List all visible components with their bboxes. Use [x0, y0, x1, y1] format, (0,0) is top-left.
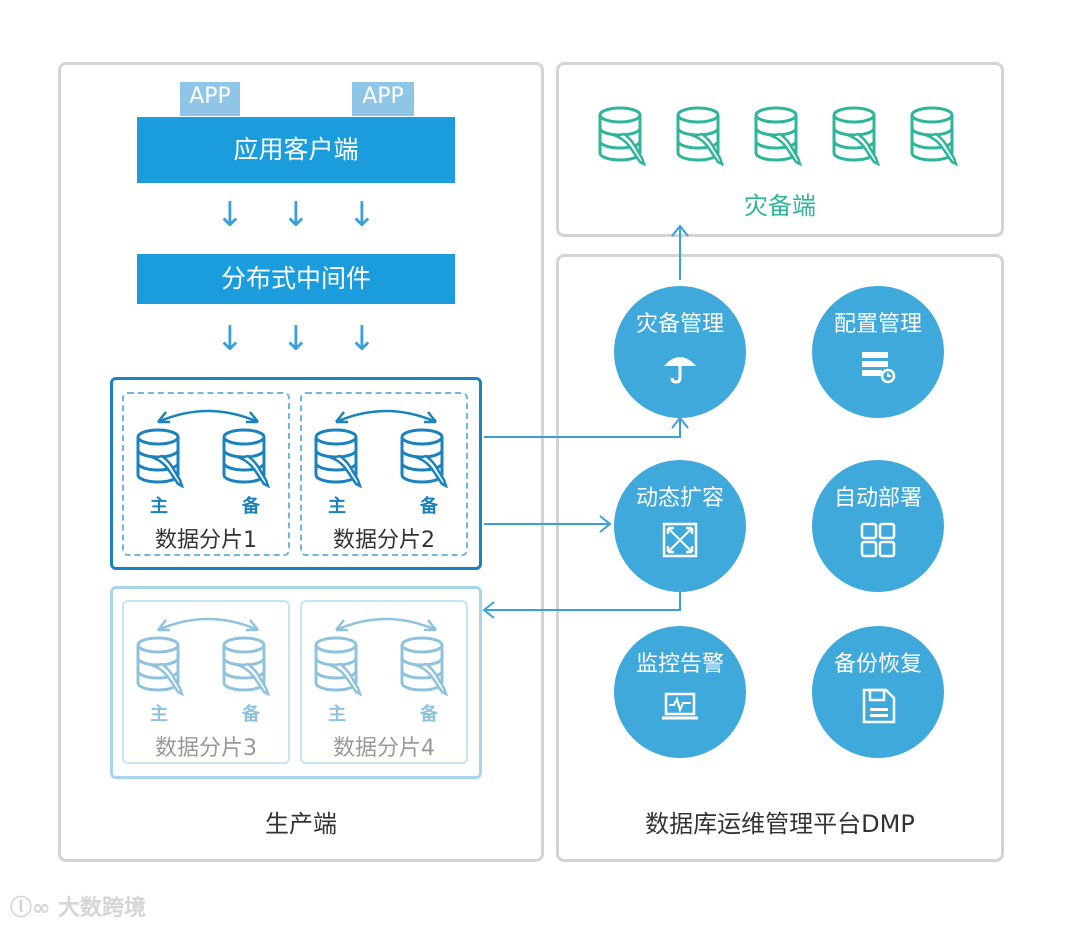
- primary-db-icon: [314, 428, 364, 488]
- monitor-icon: [662, 692, 698, 720]
- disaster-panel: [556, 62, 1004, 237]
- mysql-db-icon: [676, 106, 726, 166]
- primary-label: 主: [150, 496, 168, 517]
- standby-label: 备: [420, 704, 438, 725]
- watermark-logo-icon: ⓛ∞: [10, 896, 51, 921]
- primary-label: 主: [328, 704, 346, 725]
- shard-name: 数据分片3: [155, 736, 257, 761]
- arrow-down-icon: ↓: [215, 319, 245, 359]
- circle-label: 自动部署: [833, 486, 922, 511]
- swap-arrow-icon: [335, 617, 437, 632]
- arrow-down-icon: ↓: [215, 195, 245, 235]
- expand-icon: [662, 522, 698, 558]
- server-config-icon: [862, 352, 896, 384]
- primary-label: 主: [328, 496, 346, 517]
- swap-arrow-icon: [157, 617, 259, 632]
- mysql-db-icon: [598, 106, 648, 166]
- standby-label: 备: [420, 496, 438, 517]
- standby-db-icon: [400, 428, 450, 488]
- app-client-bar: 应用客户端: [137, 117, 455, 183]
- primary-label: 主: [150, 704, 168, 725]
- standby-db-icon: [222, 428, 272, 488]
- app-tag-1: APP: [180, 82, 240, 116]
- circle-label: 备份恢复: [833, 652, 922, 677]
- monitoring-alert-circle: 监控告警: [614, 626, 746, 758]
- active-shard-group: [110, 377, 482, 570]
- umbrella-icon: [664, 357, 696, 384]
- shard-name: 数据分片4: [333, 736, 435, 761]
- circle-label: 监控告警: [635, 652, 724, 677]
- primary-db-icon: [314, 636, 364, 696]
- producer-caption: 生产端: [265, 810, 337, 838]
- shard-4: 主 备 数据分片4: [300, 600, 468, 764]
- middleware-bar: 分布式中间件: [137, 254, 455, 304]
- mysql-db-icon: [832, 106, 882, 166]
- arrow-down-icon: ↓: [281, 319, 311, 359]
- watermark-text: 大数跨境: [58, 896, 147, 921]
- circle-label: 灾备管理: [635, 312, 724, 337]
- arrow-down-icon: ↓: [347, 195, 377, 235]
- grid-layout-icon: [860, 522, 896, 558]
- shard-1: 主 备 数据分片1: [122, 392, 290, 556]
- disaster-management-circle: 灾备管理: [614, 286, 746, 418]
- dynamic-expansion-circle: 动态扩容: [614, 460, 746, 592]
- floppy-disk-icon: [862, 688, 896, 724]
- standby-db-icon: [222, 636, 272, 696]
- shard-3: 主 备 数据分片3: [122, 600, 290, 764]
- disaster-caption: 灾备端: [744, 192, 816, 220]
- dmp-caption: 数据库运维管理平台DMP: [645, 810, 915, 838]
- standby-db-icon: [400, 636, 450, 696]
- watermark: ⓛ∞ 大数跨境: [10, 890, 146, 922]
- circle-label: 动态扩容: [635, 486, 724, 511]
- primary-db-icon: [136, 636, 186, 696]
- standby-label: 备: [242, 704, 260, 725]
- shard-name: 数据分片2: [333, 528, 435, 553]
- mysql-db-icon: [910, 106, 960, 166]
- mysql-db-icon: [754, 106, 804, 166]
- circle-label: 配置管理: [833, 312, 922, 337]
- auto-deploy-circle: 自动部署: [812, 460, 944, 592]
- disaster-db-row: [598, 106, 978, 166]
- standby-label: 备: [242, 496, 260, 517]
- swap-arrow-icon: [335, 409, 437, 424]
- arrow-down-icon: ↓: [347, 319, 377, 359]
- primary-db-icon: [136, 428, 186, 488]
- shard-name: 数据分片1: [155, 528, 257, 553]
- inactive-shard-group: [110, 586, 482, 779]
- app-tag-2: APP: [352, 82, 414, 116]
- arrow-down-icon: ↓: [281, 195, 311, 235]
- swap-arrow-icon: [157, 409, 259, 424]
- shard-2: 主 备 数据分片2: [300, 392, 468, 556]
- backup-restore-circle: 备份恢复: [812, 626, 944, 758]
- config-management-circle: 配置管理: [812, 286, 944, 418]
